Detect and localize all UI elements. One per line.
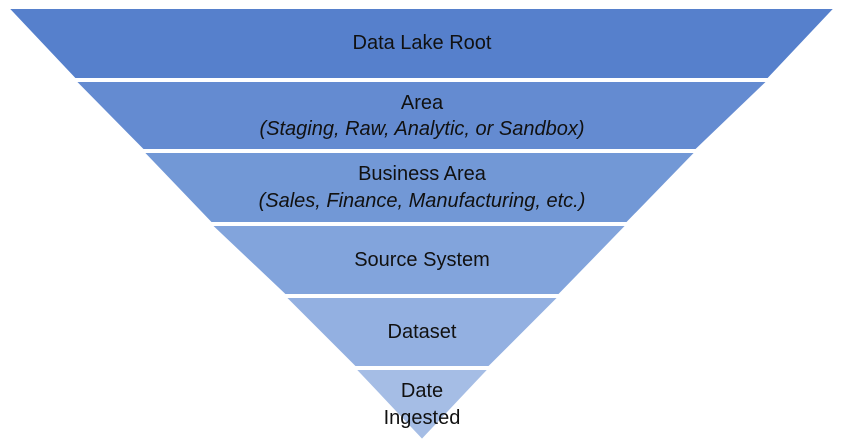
tier-dataset-shape: [282, 296, 562, 368]
tier-source-system-label: Source System: [354, 249, 490, 271]
tier-date-ingested-label: Date: [401, 380, 443, 402]
tier-area-sublabel: (Staging, Raw, Analytic, or Sandbox): [260, 118, 585, 140]
tier-dataset-label: Dataset: [388, 321, 457, 343]
tier-data-lake-root: Data Lake Root: [5, 7, 838, 80]
tier-dataset: Dataset: [282, 296, 562, 368]
tier-area-label: Area: [401, 92, 444, 114]
tier-date-ingested-shape: [352, 368, 492, 442]
tier-source-system: Source System: [208, 224, 630, 296]
tier-date-ingested: Date Ingested: [352, 368, 492, 442]
tier-business-area: Business Area (Sales, Finance, Manufactu…: [140, 151, 699, 224]
tier-business-area-shape: [140, 151, 699, 224]
tier-area: Area (Staging, Raw, Analytic, or Sandbox…: [72, 80, 771, 151]
tier-data-lake-root-shape: [5, 7, 838, 80]
tier-area-shape: [72, 80, 771, 151]
tier-business-area-label: Business Area: [358, 163, 487, 185]
tier-business-area-sublabel: (Sales, Finance, Manufacturing, etc.): [259, 190, 586, 212]
tier-date-ingested-sublabel: Ingested: [384, 407, 461, 429]
tier-data-lake-root-label: Data Lake Root: [353, 32, 492, 54]
tier-source-system-shape: [208, 224, 630, 296]
